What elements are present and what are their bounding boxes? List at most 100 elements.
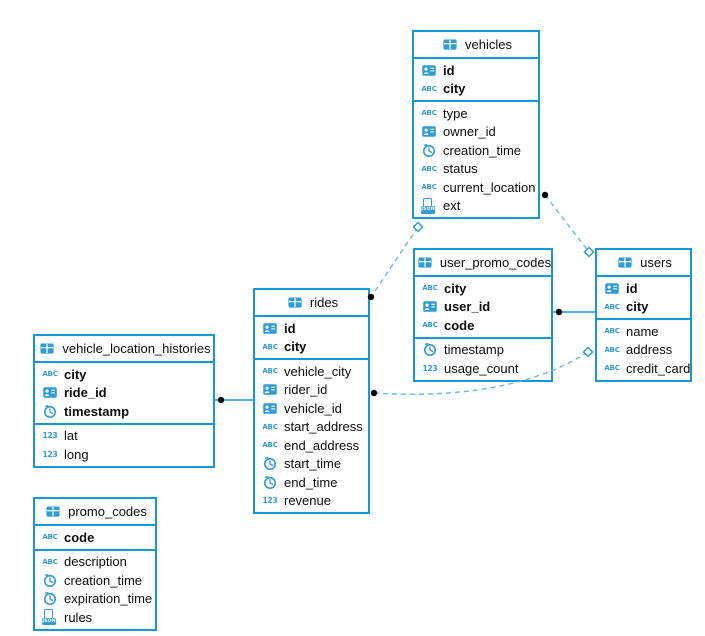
timestamp-type-icon: [40, 404, 60, 419]
timestamp-type-icon: [40, 591, 60, 606]
column-name: rules: [64, 609, 93, 625]
column-row: ABC code: [415, 316, 551, 335]
number-type-icon: 123: [42, 431, 58, 441]
table-vehicle-location-histories[interactable]: vehicle_location_histories ABC city ride…: [33, 334, 215, 468]
table-title: user_promo_codes: [439, 255, 552, 270]
primary-key-section: id ABC city: [255, 317, 368, 360]
column-row: ABC city: [255, 338, 368, 357]
column-row: id: [255, 319, 368, 338]
json-type-icon: JSON: [40, 609, 60, 626]
dot-endpoint-user-promo-codes: [555, 308, 563, 316]
column-row: end_time: [255, 473, 368, 492]
column-name: id: [284, 320, 296, 336]
table-header[interactable]: promo_codes: [35, 499, 155, 526]
id-type-icon: [419, 124, 439, 139]
column-name: timestamp: [64, 403, 130, 419]
column-name: user_id: [444, 299, 491, 315]
diamond-endpoint-vehicles: [412, 221, 424, 233]
column-row: ABC city: [35, 365, 213, 384]
text-type-icon: ABC: [262, 441, 278, 450]
column-name: end_address: [284, 437, 360, 453]
columns-section: ABC name ABC address ABC credit_card: [597, 320, 690, 380]
column-name: current_location: [443, 179, 536, 195]
column-name: usage_count: [444, 360, 519, 376]
table-header[interactable]: users: [597, 250, 690, 277]
text-type-icon: ABC: [42, 370, 58, 379]
column-name: owner_id: [443, 124, 496, 140]
table-title: promo_codes: [68, 504, 147, 519]
table-header[interactable]: rides: [255, 290, 368, 317]
text-type-icon: ABC: [421, 109, 437, 118]
table-vehicles[interactable]: vehicles id ABC city ABC type owner_id: [412, 30, 540, 219]
json-type-icon: JSON: [419, 197, 439, 214]
id-type-icon: [260, 401, 280, 416]
dot-endpoint-rides-right: [370, 389, 378, 397]
table-header[interactable]: vehicle_location_histories: [35, 336, 213, 363]
table-icon: [415, 255, 435, 270]
text-type-icon: ABC: [421, 164, 437, 173]
column-row: creation_time: [414, 141, 538, 160]
diamond-endpoint-users-top: [583, 246, 595, 258]
column-row: ABC description: [35, 553, 155, 572]
timestamp-type-icon: [419, 143, 439, 158]
table-icon: [43, 504, 63, 519]
column-name: ext: [443, 198, 461, 214]
column-name: id: [626, 280, 638, 296]
column-name: vehicle_city: [284, 363, 352, 379]
column-name: city: [626, 299, 649, 315]
column-name: creation_time: [443, 142, 522, 158]
column-row: ABC address: [597, 341, 690, 360]
table-header[interactable]: vehicles: [414, 32, 538, 59]
column-name: creation_time: [64, 572, 143, 588]
timestamp-type-icon: [420, 342, 440, 357]
column-row: 123 revenue: [255, 492, 368, 511]
id-type-icon: [419, 63, 439, 78]
column-name: expiration_time: [64, 591, 153, 607]
column-row: ABC credit_card: [597, 359, 690, 378]
column-row: user_id: [415, 298, 551, 317]
column-row: timestamp: [415, 341, 551, 360]
table-promo-codes[interactable]: promo_codes ABC code ABC description cre…: [33, 497, 157, 631]
column-name: name: [626, 323, 659, 339]
text-type-icon: ABC: [42, 533, 58, 542]
timestamp-type-icon: [260, 456, 280, 471]
number-type-icon: 123: [262, 496, 278, 506]
table-user-promo-codes[interactable]: user_promo_codes ABC city user_id ABC co…: [413, 248, 553, 382]
column-name: ride_id: [64, 385, 107, 401]
table-rides[interactable]: rides id ABC city ABC vehicle_city rider…: [253, 288, 370, 514]
column-name: rider_id: [284, 382, 328, 398]
column-name: start_time: [284, 456, 342, 472]
diamond-endpoint-users-bottom: [582, 346, 594, 358]
text-type-icon: ABC: [262, 367, 278, 376]
table-users[interactable]: users id ABC city ABC name ABC address A…: [595, 248, 692, 382]
column-row: vehicle_id: [255, 399, 368, 418]
column-name: id: [443, 62, 455, 78]
column-row: rider_id: [255, 381, 368, 400]
number-type-icon: 123: [422, 363, 438, 373]
column-row: ride_id: [35, 384, 213, 403]
text-type-icon: ABC: [42, 557, 58, 566]
id-type-icon: [260, 321, 280, 336]
columns-section: ABC description creation_time expiration…: [35, 551, 155, 629]
table-icon: [440, 37, 460, 52]
table-header[interactable]: user_promo_codes: [415, 250, 551, 277]
column-name: end_time: [284, 474, 338, 490]
relation-vehicles-users: [544, 194, 590, 253]
columns-section: ABC vehicle_city rider_id vehicle_id ABC…: [255, 360, 368, 512]
column-name: city: [444, 280, 467, 296]
text-type-icon: ABC: [422, 284, 438, 293]
number-type-icon: 123: [42, 449, 58, 459]
column-row: 123 lat: [35, 427, 213, 446]
column-row: ABC end_address: [255, 436, 368, 455]
table-icon: [37, 341, 57, 356]
table-title: rides: [309, 295, 339, 310]
column-name: description: [64, 554, 127, 570]
column-row: 123 long: [35, 445, 213, 464]
column-row: ABC city: [414, 80, 538, 99]
column-row: expiration_time: [35, 590, 155, 609]
column-name: vehicle_id: [284, 400, 342, 416]
column-row: ABC current_location: [414, 178, 538, 197]
primary-key-section: ABC city ride_id timestamp: [35, 363, 213, 425]
text-type-icon: ABC: [604, 302, 620, 311]
